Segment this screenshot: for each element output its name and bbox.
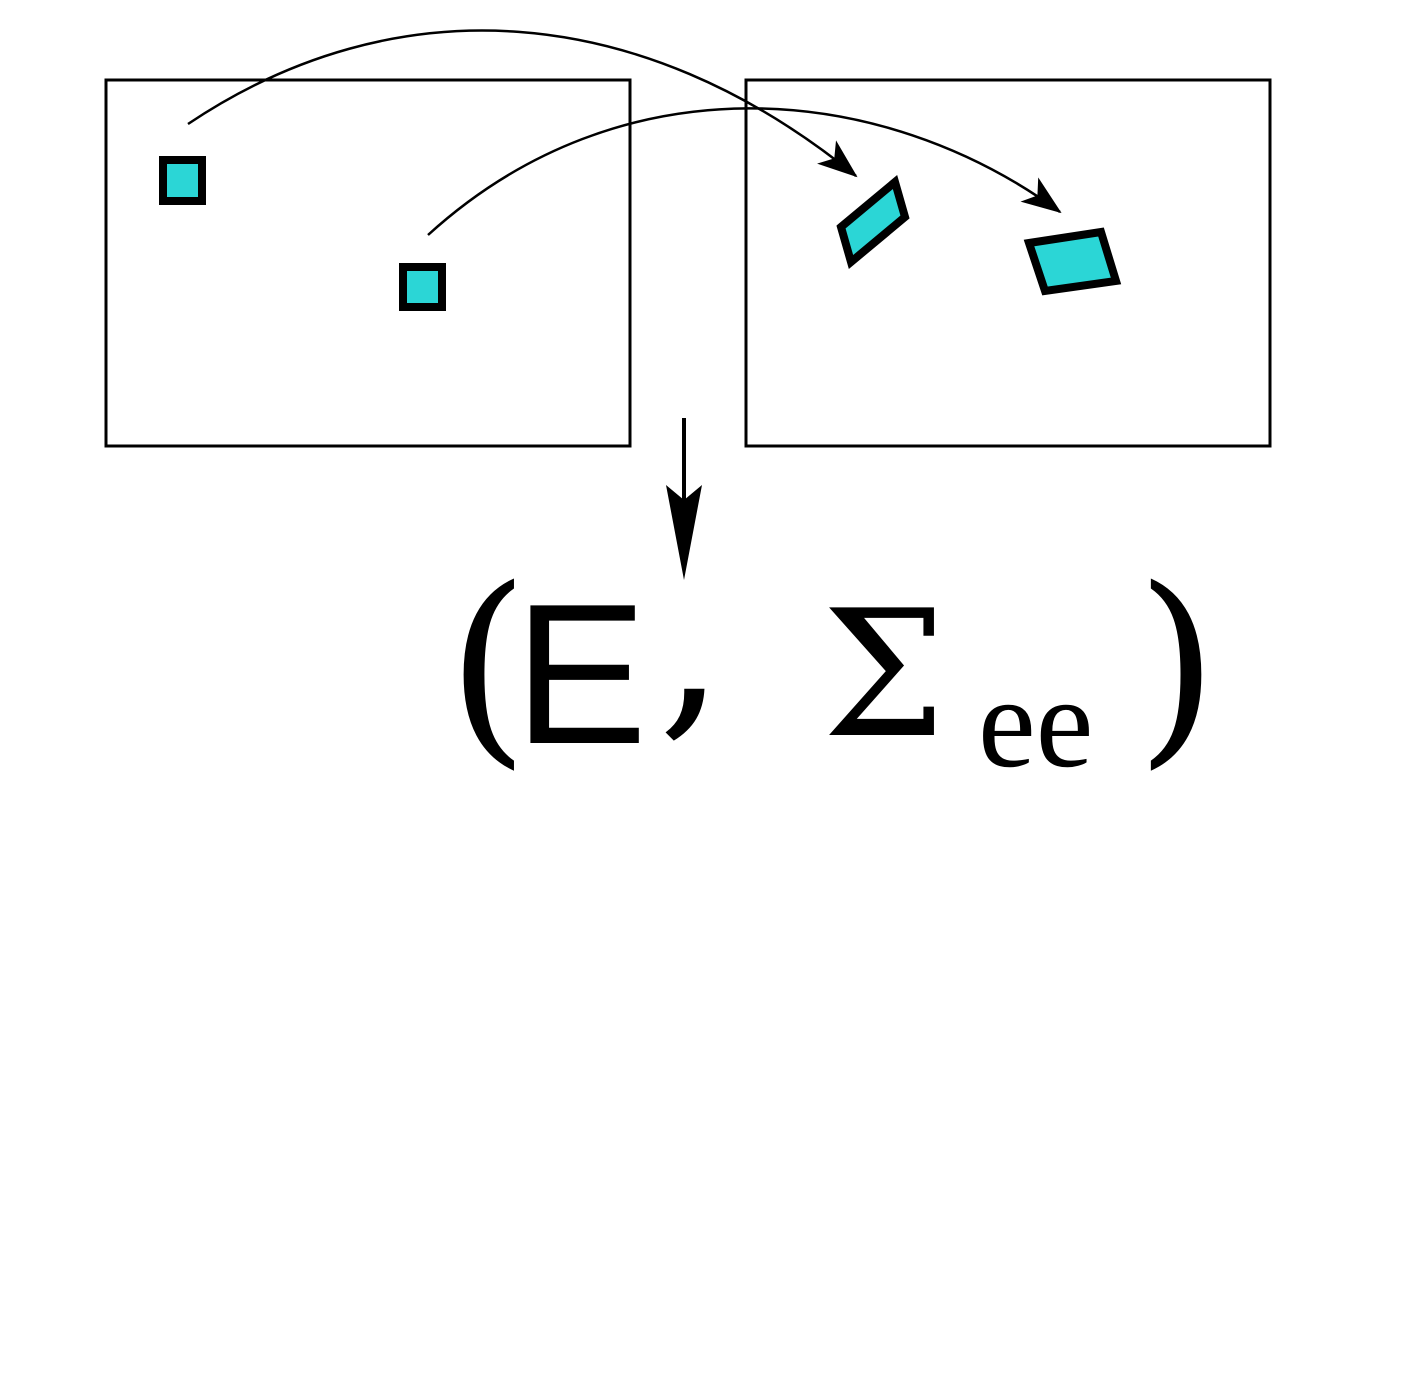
formula-symbol-e: E [514, 563, 647, 786]
left-patch-2 [399, 263, 446, 311]
left-patch-1 [159, 156, 206, 205]
correspondence-arrow-1 [187, 29, 858, 178]
right-patch-2 [1023, 227, 1122, 296]
correspondence-arrow-2 [427, 107, 1062, 236]
formula-close-paren: ) [1136, 543, 1218, 788]
left-image-frame [104, 78, 632, 448]
formula-comma: , [658, 517, 725, 762]
right-patch-1 [836, 174, 910, 270]
formula-subscript: ee [978, 651, 1093, 795]
formula-open-paren: ( [447, 543, 529, 788]
formula-symbol-sigma: Σ [822, 574, 946, 777]
down-arrow-head [666, 485, 702, 580]
right-image-frame [744, 78, 1272, 448]
